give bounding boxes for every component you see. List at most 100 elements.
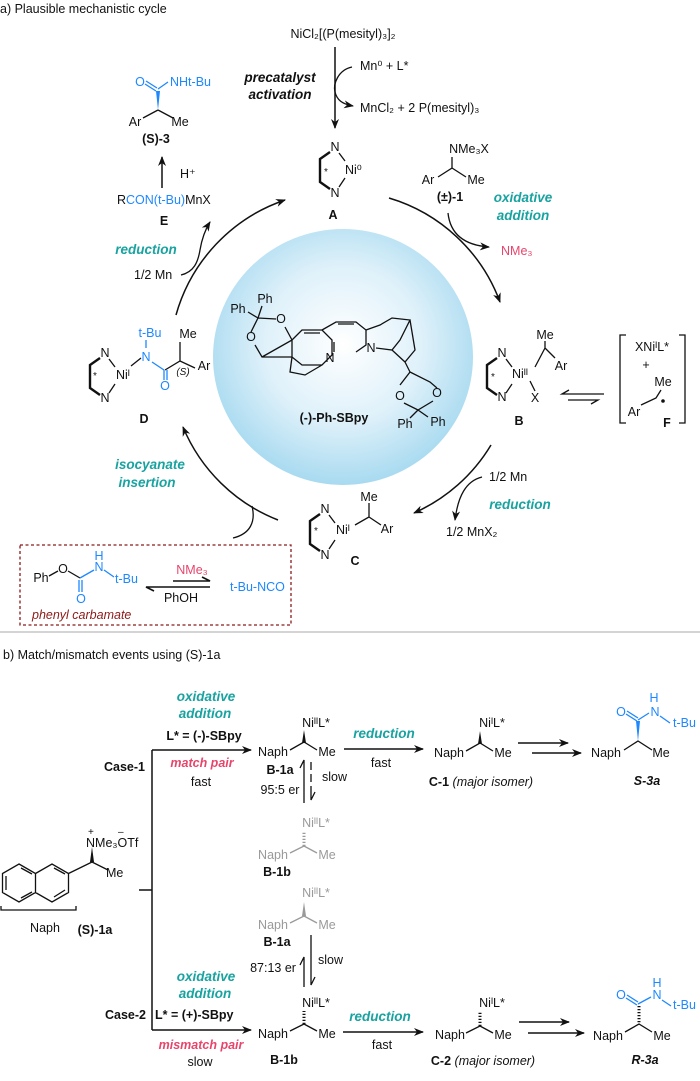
nme3-byproduct: NMe₃ [501,244,532,258]
label-c: C [350,554,359,568]
label-b-1a: B-1a [266,763,294,777]
reduction-label-right: reduction [489,497,551,512]
nickel-ii: Niᴵᴵ [512,367,528,381]
carbamate-nme3: NMe₃ [176,563,207,577]
ligand-o: O [432,386,442,400]
case-2-oa-label-2: addition [179,986,232,1001]
r-3a-amide-bonds [625,994,672,1007]
b-ar: Ar [555,359,568,373]
c-1-bonds [465,742,494,752]
case-1-reduction-label: reduction [353,726,415,741]
carbamate-n: N [94,560,103,574]
c-me: Me [360,490,377,504]
b-1b-bonds [289,1023,318,1032]
gray-b-1b-nickel: NiᴵᴵL* [302,816,330,830]
diimine-backbone [318,151,331,190]
c-bonds [354,503,382,526]
label-b-1b: B-1b [270,1053,298,1067]
nickel-i: Niᴵ [336,523,350,537]
f-plus: + [642,358,649,372]
insertion-label-2: insertion [118,475,175,490]
species-c: N N * Niᴵ Me Ar [308,490,394,562]
case-2-oa-label-1: oxidative [177,969,236,984]
b-1a-naph: Naph [258,745,288,759]
substrate-ar: Ar [422,173,435,187]
case-1-er: 95:5 er [261,783,300,797]
product-amide-bonds [144,80,169,92]
product-nhtbu: NHt-Bu [170,75,211,89]
oxidative-addition-label-1: oxidative [494,190,553,205]
chiral-star: * [314,526,318,537]
substrate-nme3otf: NMe₃OTf [86,836,139,850]
b-me: Me [536,328,553,342]
b-1b-naph: Naph [258,1027,288,1041]
proton: H⁺ [180,167,196,181]
s-3a-h: H [649,691,658,705]
b-1a-wedge [302,730,306,743]
ligand-n: N [320,548,329,562]
s-3a-tbu: t-Bu [673,716,696,730]
reduction-left-mn: 1/2 Mn [134,268,172,282]
gray-b-1b-naph: Naph [258,848,288,862]
s-3a-o: O [616,705,626,719]
ligand-ph: Ph [397,417,412,431]
bracket-right [679,334,686,424]
equilibrium-arrow-left [559,389,604,395]
carbamate-h: H [94,549,103,563]
case-2-label: Case-2 [105,1008,146,1022]
cycle-arrow-b-to-c [413,444,492,514]
ligand-bonds-left [247,305,367,376]
gray-b-1a-wedge [302,902,306,916]
activation-side-arrow [333,66,354,109]
reduction-side-arrow [452,476,483,521]
diimine-backbone [308,513,321,552]
s-3a-amide-bonds [625,710,671,724]
product-wedge [156,91,160,110]
species-a: N N * Ni⁰ [318,140,362,200]
c-1-naph: Naph [434,746,464,760]
r-3a-bonds [624,1023,653,1033]
ligand-n: N [497,390,506,404]
r-3a-tbu: t-Bu [673,998,696,1012]
oxidative-side-arrow [447,212,490,251]
gray-b-1b-label: B-1b [263,865,291,879]
carbamate-phoh: PhOH [164,591,198,605]
r-3a-h: H [652,976,661,990]
s-3a-bonds [623,740,653,751]
bracket-left [619,334,626,424]
species-e-formula: RCON(t-Bu)MnX [117,193,211,207]
activation-byproduct: MnCl₂ + 2 P(mesityl)₃ [360,101,479,115]
c-1-wedge [478,731,482,744]
carbamate-ester-bonds [48,570,81,579]
species-d: N N * Niᴵ [88,346,130,405]
substrate-bonds [437,157,467,178]
product-o: O [135,75,145,89]
c-ar: Ar [381,522,394,536]
ligand-n: N [330,140,339,154]
gray-b-1a-naph: Naph [258,918,288,932]
carbamate-amide-bonds [78,569,115,592]
carbamate-tbu: t-Bu [115,572,138,586]
b-1a-bonds [289,741,318,751]
d-stereo: (S) [176,367,189,378]
ni-n-bonds [505,358,513,394]
label-f: F [663,416,671,430]
substrate-bonds [68,861,109,875]
reduction-label-left: reduction [115,242,177,257]
c-2-bonds [465,1025,494,1034]
b-1a-me: Me [318,745,335,759]
case-1-ligand: L* = (-)-SBpy [166,729,241,743]
cycle-arrow-d-to-a [175,199,286,316]
gray-b-1b-me: Me [318,848,335,862]
c-2-naph: Naph [435,1028,465,1042]
match-pair-label: match pair [170,756,234,770]
case-2-er: 87:13 er [250,961,296,975]
case-2-ligand: L* = (+)-SBpy [155,1008,234,1022]
ligand-n: N [100,391,109,405]
gray-b-1a-nickel: NiᴵᴵL* [302,886,330,900]
er-arrow-up [299,759,305,803]
b-bonds [529,341,556,392]
diimine-backbone [88,357,101,396]
er2-arrow-down [310,935,316,986]
